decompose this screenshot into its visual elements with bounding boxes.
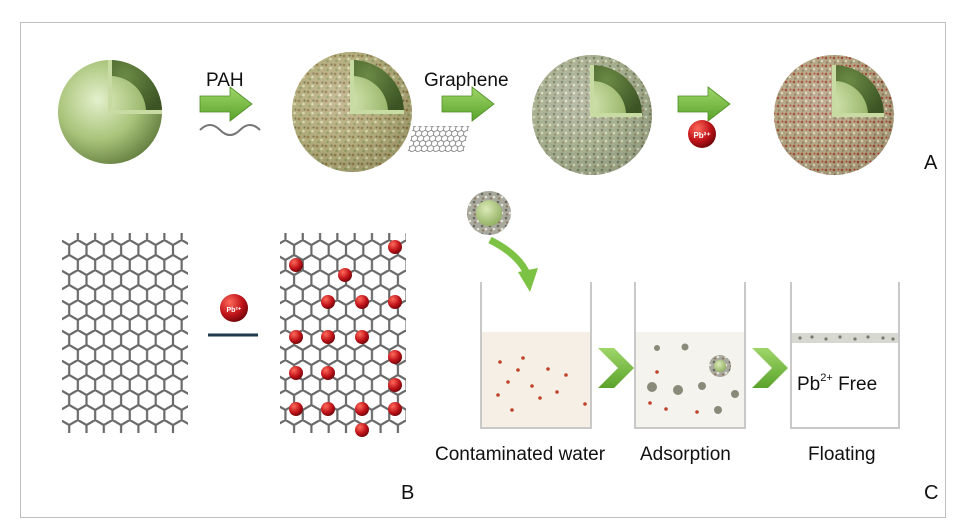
arrow-pah [199, 86, 261, 136]
step-label-pah: PAH [206, 70, 244, 91]
beaker-contaminated [480, 282, 592, 429]
beaker-floating [790, 282, 900, 429]
ion-binding-legend [208, 294, 258, 337]
chevron-1 [598, 348, 634, 388]
hollow-sphere-plain [58, 60, 162, 164]
arrow-pb-adsorption [677, 86, 731, 148]
panel-label-c: C [924, 482, 939, 504]
beaker-adsorption [634, 282, 746, 429]
hollow-sphere-pb-loaded [774, 55, 894, 175]
step-label-graphene: Graphene [424, 70, 509, 91]
ion-label-a: Pb²⁺ [693, 131, 710, 140]
graphene-sheet-clean [62, 233, 188, 433]
caption-adsorption: Adsorption [640, 444, 731, 465]
graphene-sheet-pb-adsorbed [280, 233, 406, 437]
small-sphere-drop [467, 191, 538, 292]
panel-label-a: A [924, 152, 938, 174]
ion-label-b: Pb²⁺ [227, 307, 242, 314]
hollow-sphere-graphene-coated [532, 55, 652, 175]
panel-label-b: B [401, 482, 415, 504]
caption-contaminated-water: Contaminated water [435, 444, 606, 465]
chevron-2 [752, 348, 788, 388]
pb-free-label: Pb2+ Free [797, 372, 878, 395]
hollow-sphere-pah-coated [292, 52, 412, 172]
arrow-graphene [407, 86, 495, 152]
caption-floating: Floating [808, 444, 876, 465]
